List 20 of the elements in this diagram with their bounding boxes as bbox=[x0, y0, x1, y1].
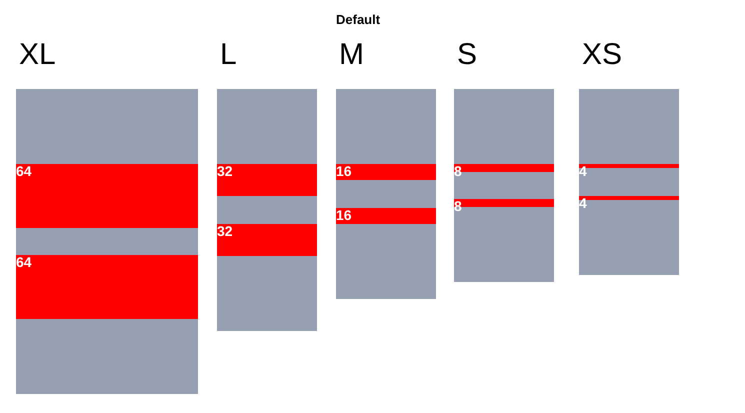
spacing-band bbox=[16, 164, 198, 228]
spacing-value: 16 bbox=[336, 163, 352, 179]
spacing-value: 4 bbox=[579, 195, 587, 211]
spacing-band bbox=[16, 255, 198, 319]
spacing-band bbox=[217, 164, 317, 196]
size-heading: XL bbox=[19, 38, 56, 72]
size-heading: L bbox=[220, 38, 237, 72]
spacing-value: 32 bbox=[217, 163, 233, 179]
spacing-band bbox=[336, 208, 436, 224]
spacing-value: 16 bbox=[336, 207, 352, 223]
size-heading: M bbox=[339, 38, 364, 72]
size-heading: XS bbox=[582, 38, 622, 72]
spacing-value: 4 bbox=[579, 163, 587, 179]
spacing-value: 32 bbox=[217, 223, 233, 239]
spacing-value: 64 bbox=[16, 163, 32, 179]
spacing-value: 64 bbox=[16, 254, 32, 270]
spacing-band bbox=[217, 224, 317, 256]
default-note: Default bbox=[336, 12, 380, 28]
size-heading: S bbox=[457, 38, 478, 72]
spacing-band bbox=[336, 164, 436, 180]
